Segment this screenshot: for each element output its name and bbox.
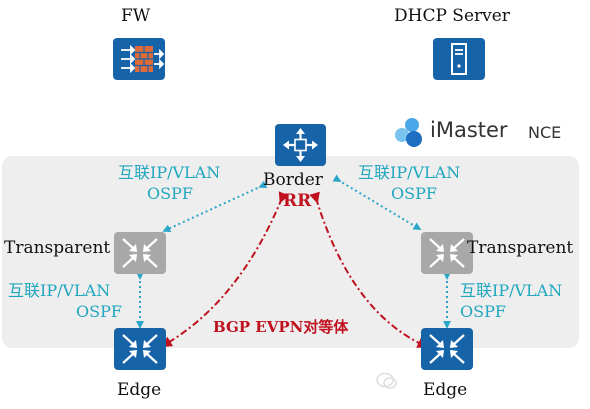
router-icon[interactable] (275, 124, 326, 166)
link-label-lower-left-ip-vlan: 互联IP/VLAN (8, 281, 111, 300)
watermark-chat-icon (376, 372, 398, 394)
bgp-peer-left (160, 191, 289, 348)
edge-left-label: Edge (117, 380, 162, 400)
switch-icon-transparent-left[interactable] (114, 232, 166, 274)
logo-product: NCE (528, 123, 562, 142)
transparent-left-label: Transparent (4, 238, 111, 258)
link-label-left-ospf: OSPF (147, 184, 193, 203)
switch-icon-edge-left[interactable] (114, 328, 166, 370)
firewall-icon[interactable] (113, 38, 165, 80)
transparent-right-label: Transparent (467, 238, 574, 258)
imaster-logo-icon (395, 118, 422, 147)
link-label-left-ip-vlan: 互联IP/VLAN (118, 163, 221, 182)
switch-icon-transparent-right[interactable] (421, 232, 473, 274)
link-label-lower-left-ospf: OSPF (76, 302, 122, 321)
edge-right-label: Edge (423, 380, 468, 400)
link-label-lower-right-ospf: OSPF (460, 302, 506, 321)
link-label-right-ospf: OSPF (391, 184, 437, 203)
bgp-evpn-peer-label: BGP EVPN对等体 (213, 318, 349, 336)
link-label-lower-right-ip-vlan: 互联IP/VLAN (460, 281, 563, 300)
rr-label: RR (283, 191, 312, 211)
fw-label: FW (121, 6, 151, 26)
imaster-nce-logo: iMaster NCE (392, 115, 582, 151)
switch-icon-edge-right[interactable] (421, 328, 473, 370)
dhcp-server-label: DHCP Server (394, 6, 510, 26)
border-label: Border (263, 170, 323, 190)
fabric-area (2, 156, 579, 348)
bgp-peer-right (309, 191, 429, 348)
link-label-right-ip-vlan: 互联IP/VLAN (358, 163, 461, 182)
server-icon[interactable] (433, 38, 485, 80)
logo-brand: iMaster (430, 118, 508, 142)
